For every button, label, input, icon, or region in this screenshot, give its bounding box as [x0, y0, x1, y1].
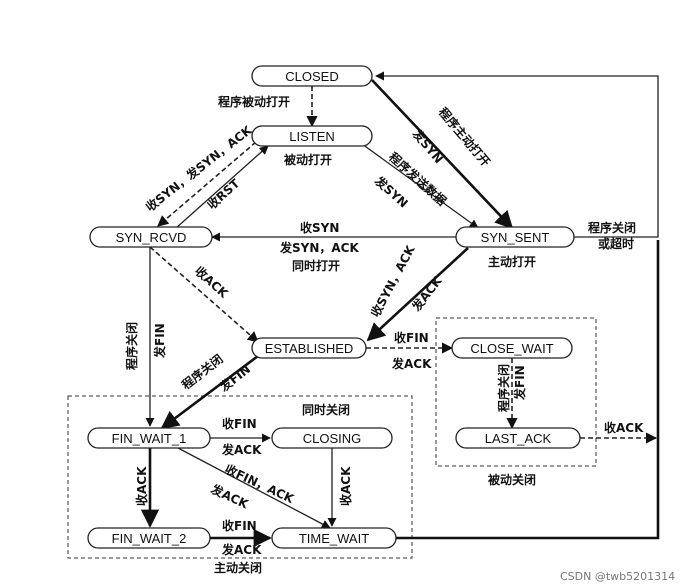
- label-recv-synack-send-ack: 收SYN，ACK: [367, 242, 418, 319]
- state-last-ack: LAST_ACK: [455, 427, 581, 449]
- label-simultaneous-open: 同时打开: [292, 258, 340, 273]
- label-recv-ack-1: 收ACK: [192, 263, 232, 301]
- label-active-close: 主动关闭: [214, 560, 262, 575]
- edge-synsent-closed: [375, 71, 659, 238]
- state-established-label: ESTABLISHED: [265, 341, 354, 356]
- label-or-timeout: 或超时: [598, 236, 634, 251]
- state-listen-label: LISTEN: [289, 129, 335, 144]
- state-syn-sent-label: SYN_SENT: [481, 230, 550, 245]
- state-closing: CLOSING: [271, 427, 393, 449]
- state-time-wait-label: TIME_WAIT: [299, 531, 369, 546]
- edge-timewait-closed: [396, 240, 660, 540]
- label-passive-open-program: 程序被动打开: [218, 94, 290, 109]
- state-established: ESTABLISHED: [251, 337, 367, 359]
- state-closed-label: CLOSED: [285, 69, 338, 84]
- state-time-wait: TIME_WAIT: [271, 527, 397, 549]
- label-simultaneous-close: 同时关闭: [302, 402, 350, 417]
- label-recv-ack-3: 收ACK: [134, 466, 149, 506]
- edge-closed-synsent: [371, 79, 514, 230]
- edge-listen-synrcvd: [157, 141, 257, 227]
- state-syn-rcvd-label: SYN_RCVD: [116, 230, 187, 245]
- state-syn-rcvd: SYN_RCVD: [89, 226, 213, 248]
- state-close-wait: CLOSE_WAIT: [451, 337, 573, 359]
- label-send-ack-2: 发ACK: [391, 356, 432, 371]
- state-fin-wait-2-label: FIN_WAIT_2: [112, 531, 187, 546]
- edge-established-finwait1: [160, 354, 259, 430]
- label-recv-fin-1: 收FIN: [394, 330, 429, 345]
- passive-close-region: [435, 317, 597, 467]
- state-last-ack-label: LAST_ACK: [485, 431, 552, 446]
- label-program-close-2: 程序关闭: [124, 322, 139, 370]
- state-close-wait-label: CLOSE_WAIT: [470, 341, 553, 356]
- label-active-open-program: 程序主动打开: [436, 104, 494, 169]
- label-recv-ack-4: 收ACK: [338, 466, 353, 506]
- edge-synsent-established: [366, 247, 469, 342]
- edge-finwait1-timewait: [177, 447, 331, 529]
- label-send-ack-3: 发ACK: [221, 442, 262, 457]
- state-syn-sent: SYN_SENT: [455, 226, 575, 248]
- label-send-syn-ack: 发SYN，ACK: [279, 240, 359, 255]
- state-fin-wait-1: FIN_WAIT_1: [87, 427, 211, 449]
- label-passive-open: 被动打开: [284, 152, 332, 167]
- label-send-ack-5: 发ACK: [221, 542, 262, 557]
- simultaneous-close-region: [67, 395, 413, 559]
- label-recv-ack-2: 收ACK: [604, 420, 644, 435]
- state-listen: LISTEN: [251, 125, 373, 147]
- label-send-fin-2: 发FIN: [216, 361, 253, 395]
- label-recv-fin-2: 收FIN: [222, 416, 257, 431]
- state-fin-wait-2: FIN_WAIT_2: [87, 527, 211, 549]
- label-send-syn-1: 发SYN: [409, 126, 446, 167]
- label-send-syn-2: 发SYN: [371, 172, 411, 210]
- label-recv-fin-3: 收FIN: [222, 518, 257, 533]
- label-send-ack-4: 发ACK: [208, 481, 252, 512]
- label-send-fin-3: 发FIN: [512, 365, 527, 401]
- edge-synrcvd-listen: [175, 145, 269, 229]
- label-recv-syn: 收SYN: [300, 220, 339, 235]
- label-send-fin-1: 发FIN: [152, 323, 167, 359]
- state-closing-label: CLOSING: [303, 431, 362, 446]
- state-fin-wait-1-label: FIN_WAIT_1: [112, 431, 187, 446]
- watermark: CSDN @twb5201314: [560, 570, 675, 583]
- state-closed: CLOSED: [251, 65, 373, 87]
- label-send-ack-1: 发ACK: [408, 273, 445, 315]
- label-passive-close: 被动关闭: [488, 472, 536, 487]
- label-program-close-4: 程序关闭: [496, 364, 511, 412]
- label-recv-syn-send-synack: 收SYN，发SYN，ACK: [143, 122, 255, 214]
- label-active-open: 主动打开: [488, 254, 536, 269]
- label-program-close-1: 程序关闭: [588, 220, 636, 235]
- edge-listen-synsent: [361, 143, 479, 229]
